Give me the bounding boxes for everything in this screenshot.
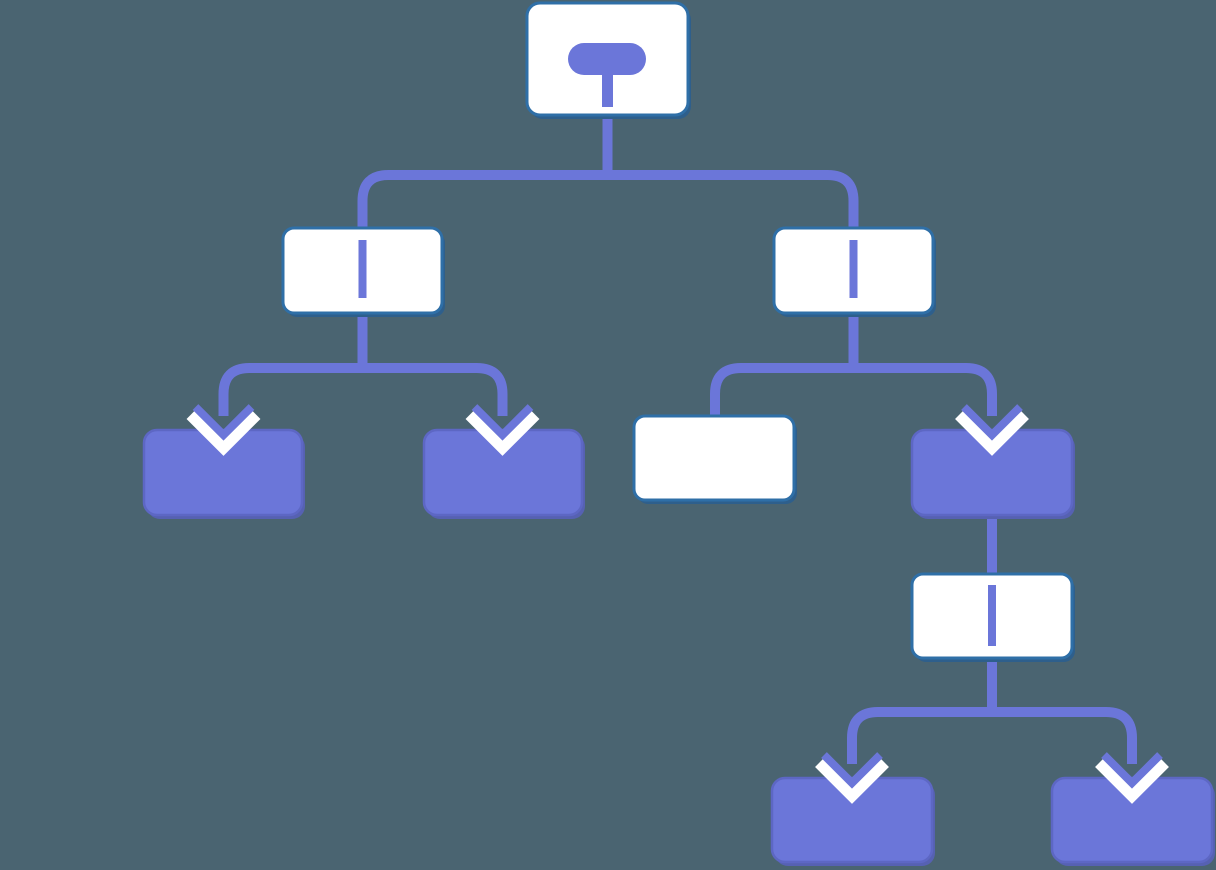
connector-left-branch-split (218, 310, 508, 416)
arrow-chevron-white-icon (465, 409, 540, 456)
connectors (218, 112, 1137, 764)
branch-bottom-pass-line-icon (988, 585, 996, 646)
node-leaf-left-b (422, 428, 585, 519)
root-pill-icon (568, 43, 646, 75)
branch-right-pass-line-icon (849, 240, 858, 298)
node-leaf-right-plain-box (632, 414, 796, 502)
node-branch-left (281, 226, 445, 317)
arrow-chevron-white-icon (955, 409, 1029, 456)
node-leaf-right-plain (632, 414, 797, 504)
arrow-chevron-purple-icon (961, 404, 1023, 441)
node-root (525, 1, 691, 119)
arrow-into-leaf-bottom-a (815, 752, 889, 804)
connector-right-branch-split (710, 310, 997, 418)
branch-left-pass-line-icon (358, 240, 367, 298)
arrows (186, 404, 1169, 804)
connector-bottom-split (847, 656, 1137, 764)
node-right-selected (910, 428, 1075, 519)
arrow-into-leaf-bottom-b (1095, 752, 1169, 804)
arrow-chevron-purple-icon (821, 752, 883, 789)
arrow-chevron-purple-icon (471, 404, 534, 441)
arrow-into-node-right-selected (955, 404, 1029, 456)
node-leaf-left-a (142, 428, 305, 519)
connector-root-split (357, 112, 859, 232)
arrow-chevron-purple-icon (192, 404, 255, 441)
arrow-into-leaf-left-a (186, 404, 261, 456)
arrow-into-leaf-left-b (465, 404, 540, 456)
node-leaf-bottom-b (1050, 776, 1215, 866)
node-leaf-bottom-a (770, 776, 935, 866)
node-branch-right (772, 226, 936, 317)
arrow-chevron-purple-icon (1101, 752, 1163, 789)
arrow-chevron-white-icon (815, 757, 889, 804)
arrow-chevron-white-icon (1095, 757, 1169, 804)
arrow-chevron-white-icon (186, 409, 261, 456)
root-pill-stem-icon (602, 73, 613, 107)
node-branch-bottom (910, 572, 1075, 662)
